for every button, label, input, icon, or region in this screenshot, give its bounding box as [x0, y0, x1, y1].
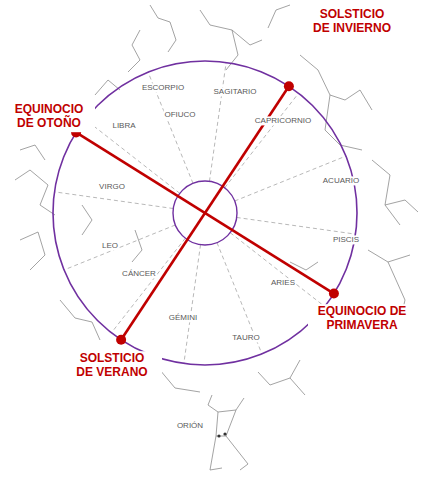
constellation-figure	[325, 95, 362, 150]
sector-divider	[64, 225, 175, 270]
constellation-figure	[258, 360, 300, 385]
orion-lines	[208, 395, 244, 412]
constellation-label: GÉMINI	[168, 313, 198, 322]
sector-divider	[85, 119, 180, 193]
constellation-figure	[388, 255, 410, 262]
orion-lines	[210, 436, 222, 470]
constellation-label: ARIES	[270, 278, 296, 287]
orion-belt-star	[217, 434, 220, 437]
sector-divider	[184, 245, 201, 364]
constellation-lines	[15, 5, 418, 395]
constellation-figure	[385, 200, 418, 212]
constellation-figure	[132, 230, 142, 262]
orion-belt-star	[223, 432, 226, 435]
constellation-figure	[82, 205, 92, 235]
constellation-figure	[372, 160, 400, 225]
constellation-label: LEO	[101, 241, 119, 250]
constellation-figure	[300, 55, 372, 110]
constellation-figure	[20, 145, 45, 160]
sector-divider	[209, 62, 226, 181]
axis-point	[116, 335, 126, 345]
constellation-figure	[160, 370, 200, 392]
orion-figure	[208, 395, 248, 470]
constellation-label: LIBRA	[111, 121, 136, 130]
constellation-figure	[95, 80, 120, 95]
axis-point	[284, 81, 294, 91]
season-label: SOLSTICIO DE INVIERNO	[300, 7, 404, 37]
sector-divider	[217, 243, 262, 354]
solstice-equinox-axes	[71, 81, 339, 345]
constellation-figure	[20, 232, 45, 270]
axis-point	[329, 289, 339, 299]
constellation-figure	[150, 5, 176, 52]
season-label: EQUINOCIO DE OTOÑO	[3, 102, 95, 132]
constellation-label: CÁNCER	[121, 269, 157, 278]
constellation-figure	[60, 300, 100, 340]
constellation-figure	[268, 5, 290, 28]
orion-lines	[226, 436, 248, 470]
constellation-label: ACUARIO	[322, 176, 360, 185]
sector-divider	[230, 233, 325, 307]
constellation-label: SAGITARIO	[213, 87, 258, 96]
constellation-label: ORIÓN	[176, 421, 204, 430]
orion-lines	[216, 410, 236, 436]
sector-divider	[54, 192, 173, 209]
constellation-label: VIRGO	[98, 182, 126, 191]
constellation-label: ESCORPIO	[141, 83, 185, 92]
constellation-label: TAURO	[231, 333, 260, 342]
constellation-figure	[128, 30, 140, 72]
constellation-figure	[290, 378, 305, 395]
constellation-figure	[200, 10, 262, 45]
season-label: EQUINOCIO DE PRIMAVERA	[308, 304, 416, 334]
sector-divider	[237, 217, 356, 234]
constellation-label: PISCIS	[332, 235, 360, 244]
sector-divider	[225, 93, 299, 188]
constellation-label: OFIUCO	[163, 110, 196, 119]
constellation-figure	[15, 170, 55, 215]
constellation-label: CAPRICORNIO	[254, 116, 312, 125]
season-label: SOLSTICIO DE VERANO	[62, 351, 162, 381]
